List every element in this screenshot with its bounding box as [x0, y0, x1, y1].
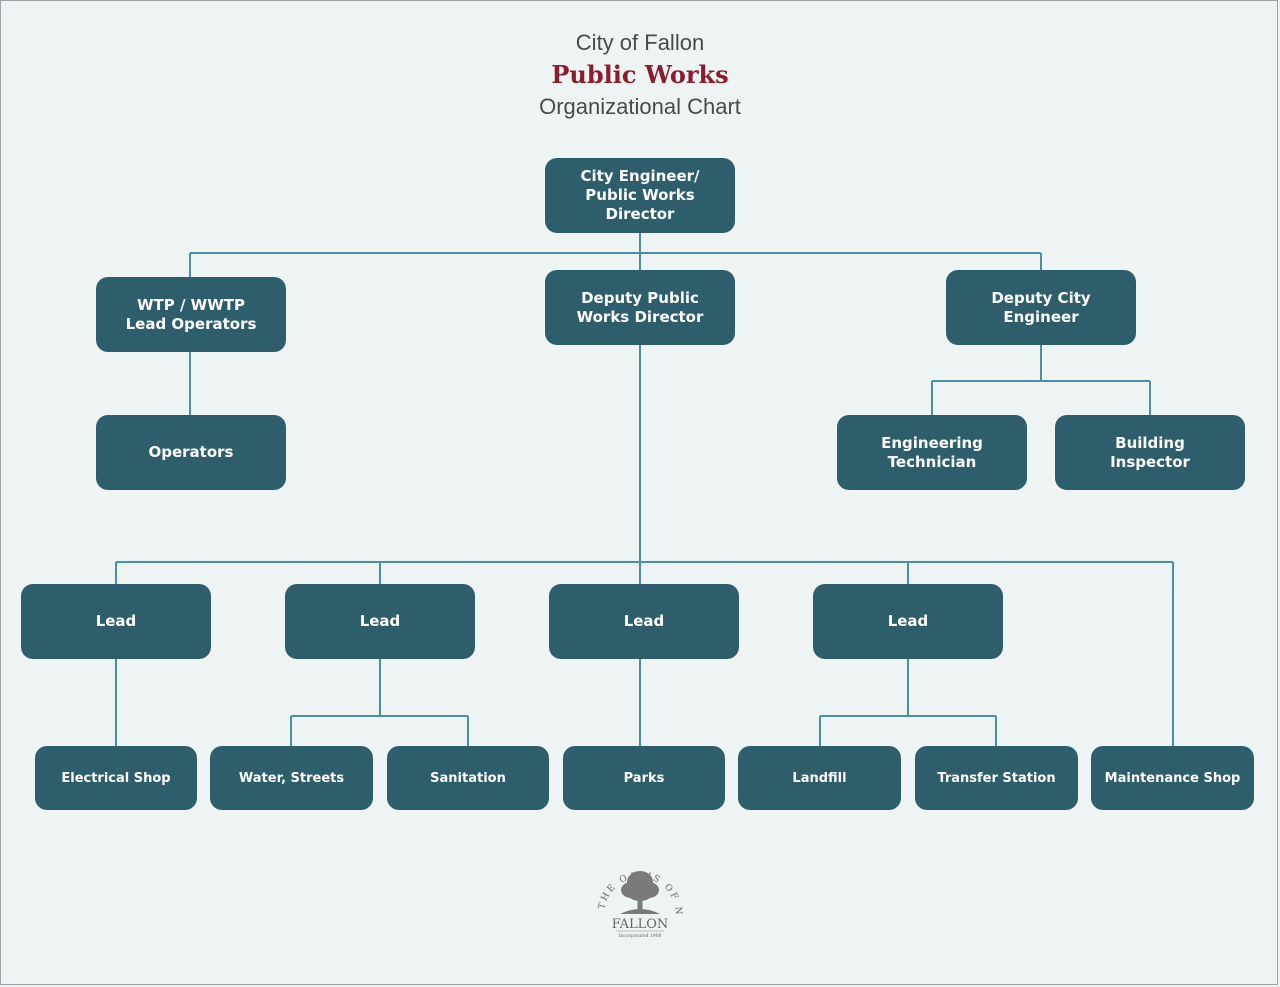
node-landfill: Landfill [738, 746, 901, 810]
chart-subtitle: Organizational Chart [539, 94, 741, 119]
node-label: Water, Streets [238, 770, 345, 786]
node-label: Lead [887, 612, 929, 630]
node-building-inspector: Building Inspector [1055, 415, 1245, 490]
node-operators: Operators [96, 415, 286, 490]
node-director: City Engineer/ Public Works Director [545, 158, 735, 233]
node-lead-1: Lead [21, 584, 211, 659]
node-deputy-city-engineer: Deputy City Engineer [946, 270, 1136, 345]
node-label: Deputy City Engineer [991, 288, 1091, 326]
node-label: Maintenance Shop [1104, 770, 1241, 786]
node-deputy-public-works-director: Deputy Public Works Director [545, 270, 735, 345]
node-lead-3: Lead [549, 584, 739, 659]
node-label: WTP / WWTP Lead Operators [125, 295, 257, 333]
node-label: Engineering Technician [881, 433, 983, 471]
node-label: Landfill [792, 770, 847, 786]
node-water-streets: Water, Streets [210, 746, 373, 810]
node-maintenance-shop: Maintenance Shop [1091, 746, 1254, 810]
seal-name: FALLON [612, 917, 669, 932]
node-lead-4: Lead [813, 584, 1003, 659]
node-label: Lead [359, 612, 401, 630]
org-name: City of Fallon [575, 30, 705, 55]
node-label: Electrical Shop [61, 770, 171, 786]
node-label: Lead [623, 612, 665, 630]
node-label: Parks [623, 770, 665, 786]
seal-incorporated: Incorporated 1908 [619, 933, 662, 939]
node-transfer-station: Transfer Station [915, 746, 1078, 810]
city-seal-logo: THE OASIS OF NEVADA FALLON Incorporated … [590, 852, 681, 939]
node-label: Lead [95, 612, 137, 630]
node-lead-2: Lead [285, 584, 475, 659]
node-label: Operators [148, 443, 234, 461]
node-label: Building Inspector [1110, 433, 1190, 471]
node-parks: Parks [563, 746, 725, 810]
node-label: City Engineer/ Public Works Director [580, 167, 700, 223]
node-label: Deputy Public Works Director [576, 288, 704, 326]
node-electrical-shop: Electrical Shop [35, 746, 197, 810]
node-label: Transfer Station [937, 770, 1056, 786]
node-wtp-lead-operators: WTP / WWTP Lead Operators [96, 277, 286, 352]
node-sanitation: Sanitation [387, 746, 549, 810]
node-engineering-technician: Engineering Technician [837, 415, 1027, 490]
department-title: Public Works [551, 60, 729, 89]
tree-icon [620, 871, 660, 914]
node-label: Sanitation [430, 770, 506, 786]
